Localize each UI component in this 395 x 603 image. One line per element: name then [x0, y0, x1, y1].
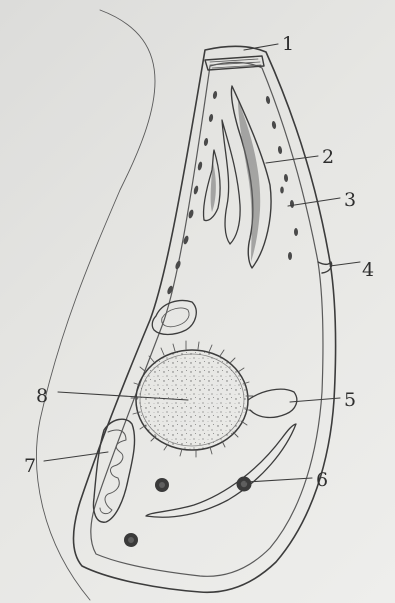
bean-organelle-inner: [162, 308, 189, 327]
label-1: 1: [282, 33, 294, 55]
leader-line-4: [330, 262, 360, 266]
microneme-granules: [166, 91, 298, 295]
leader-line-5: [290, 398, 340, 402]
label-3: 3: [344, 189, 356, 211]
label-4: 4: [362, 259, 374, 281]
cell-notch: [318, 262, 332, 273]
leader-line-2: [266, 156, 318, 163]
leader-line-3: [288, 198, 340, 206]
label-7: 7: [24, 455, 36, 477]
bean-organelle: [152, 301, 196, 335]
rhoptry-short-shade: [211, 162, 216, 212]
mitochondrion: [94, 419, 135, 522]
dense-granules: [124, 477, 252, 548]
label-5: 5: [344, 389, 356, 411]
rhoptry-middle: [222, 120, 240, 244]
apicoplast-strand: [248, 389, 297, 417]
label-2: 2: [322, 146, 334, 168]
label-6: 6: [316, 469, 328, 491]
faint-guide-stroke: [37, 10, 155, 600]
label-8: 8: [36, 385, 48, 407]
